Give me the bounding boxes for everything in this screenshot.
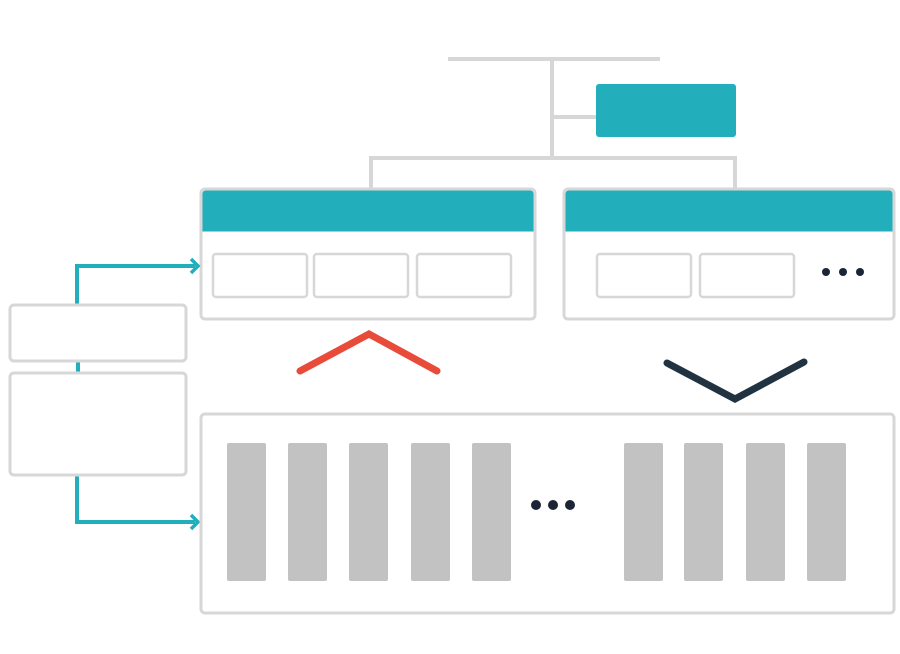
- left-card-slot-3: [415, 252, 513, 299]
- pool-bar: [227, 443, 266, 581]
- ellipsis-icon: [531, 500, 575, 510]
- chevron-up-icon: [296, 330, 441, 375]
- right-card-slot-2: [698, 252, 796, 299]
- side-box-top: [8, 303, 188, 363]
- pool-bar: [472, 443, 511, 581]
- children-bus: [369, 156, 737, 190]
- pool-container: [199, 412, 896, 615]
- left-card: [199, 187, 537, 321]
- side-box-bottom: [8, 371, 188, 477]
- right-card: [562, 187, 896, 321]
- ellipsis-dot: [531, 500, 541, 510]
- chevron-down-icon: [663, 358, 808, 403]
- ellipsis-dot: [548, 500, 558, 510]
- ellipsis-dot: [856, 268, 864, 276]
- root-node: [596, 84, 736, 137]
- ellipsis-dot: [822, 268, 830, 276]
- lower-connector: [75, 474, 195, 524]
- pool-bars: [227, 443, 846, 581]
- pool-bar: [684, 443, 723, 581]
- pool-bar: [349, 443, 388, 581]
- tree-connectors: [369, 57, 737, 190]
- upper-connector: [75, 264, 195, 308]
- pool-bar: [411, 443, 450, 581]
- lower-arrowhead: [189, 513, 201, 531]
- right-card-slot-1: [595, 252, 693, 299]
- pool-bar: [624, 443, 663, 581]
- ellipsis-dot: [839, 268, 847, 276]
- side-boxes: [8, 303, 188, 477]
- upper-arrowhead: [189, 257, 201, 275]
- left-card-slot-1: [211, 252, 309, 299]
- left-card-header: [202, 190, 534, 232]
- ellipsis-dot: [565, 500, 575, 510]
- pool-bar: [746, 443, 785, 581]
- left-card-slot-2: [312, 252, 410, 299]
- right-card-header: [565, 190, 893, 232]
- pool-bar: [807, 443, 846, 581]
- ellipsis-icon: [822, 268, 864, 276]
- pool-bar: [288, 443, 327, 581]
